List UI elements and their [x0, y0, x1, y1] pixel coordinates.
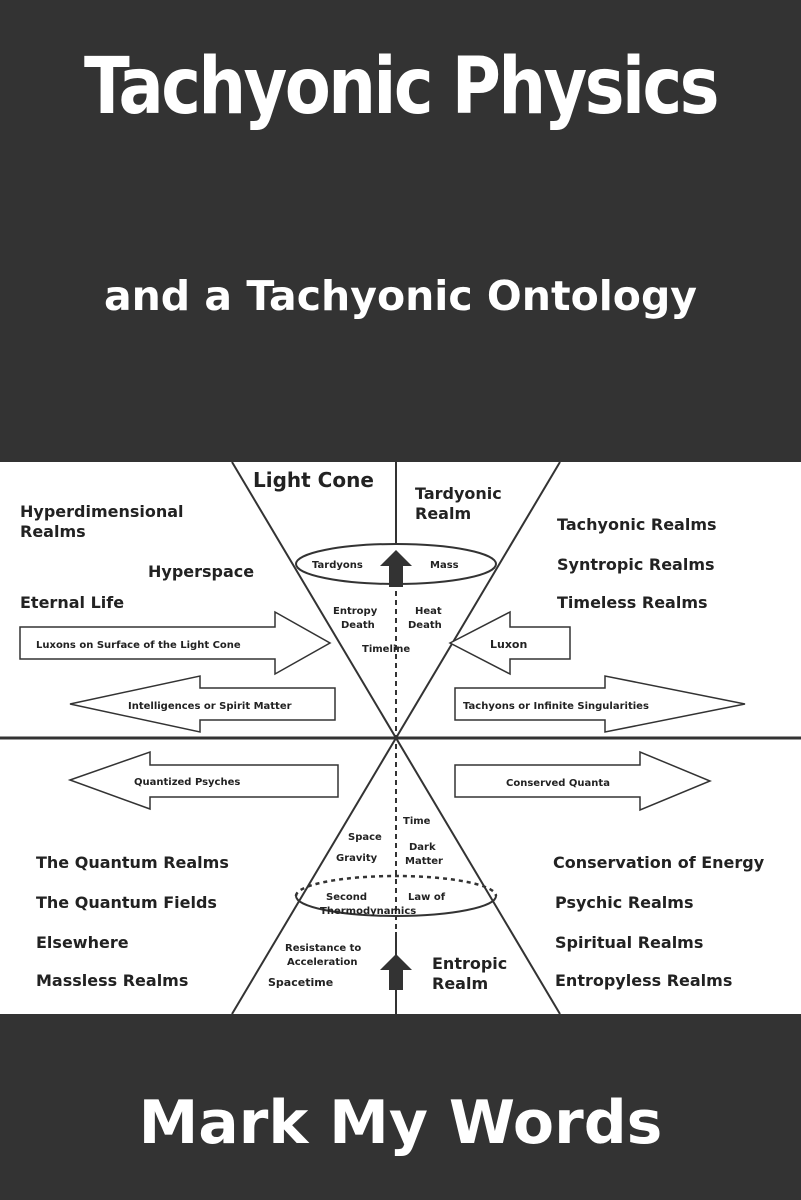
diagram-svg: Light Cone Tardyonic Realm Hyperdimensio… — [0, 462, 801, 1014]
tardyonic-realm-label: Tardyonic — [415, 484, 502, 503]
spacetime-label: Spacetime — [268, 976, 333, 989]
conservation-energy-label: Conservation of Energy — [553, 853, 765, 872]
light-cone-label: Light Cone — [253, 468, 374, 492]
luxons-arrow — [19, 610, 332, 676]
second-law-label: Second — [326, 892, 367, 903]
heat-death-label: Heat — [415, 606, 442, 617]
law-of-label: Law of — [408, 892, 446, 903]
space-label: Space — [348, 832, 382, 843]
tachyons-label: Tachyons or Infinite Singularities — [463, 701, 649, 712]
psychic-realms-label: Psychic Realms — [555, 893, 693, 912]
up-arrow-bottom-icon — [380, 954, 412, 990]
gravity-label: Gravity — [336, 853, 378, 864]
syntropic-realms-label: Syntropic Realms — [557, 555, 715, 574]
up-arrow-top-icon — [380, 550, 412, 587]
timeless-realms-label: Timeless Realms — [557, 593, 708, 612]
entropic-realm-label: Entropic — [432, 954, 507, 973]
quantized-psyches-arrow — [67, 750, 339, 811]
heat-death-label-2: Death — [408, 620, 442, 631]
luxon-label: Luxon — [490, 638, 527, 651]
massless-realms-label: Massless Realms — [36, 971, 188, 990]
entropy-death-label-2: Death — [341, 620, 375, 631]
time-label: Time — [403, 816, 431, 827]
bottom-ellipse-front — [295, 895, 497, 917]
acceleration-label: Acceleration — [287, 957, 357, 968]
quantum-fields-label: The Quantum Fields — [36, 893, 217, 912]
mass-label: Mass — [430, 560, 459, 571]
luxons-surface-label: Luxons on Surface of the Light Cone — [36, 640, 241, 651]
hyperspace-label: Hyperspace — [148, 562, 254, 581]
conserved-quanta-label: Conserved Quanta — [506, 778, 610, 789]
conserved-quanta-arrow — [454, 750, 712, 812]
dark-matter-label-2: Matter — [405, 856, 443, 867]
tardyonic-realm-label-2: Realm — [415, 504, 471, 523]
intelligences-arrow — [69, 675, 336, 733]
book-title: Tachyonic Physics — [84, 42, 720, 132]
spiritual-realms-label: Spiritual Realms — [555, 933, 703, 952]
luxon-arrow — [448, 610, 571, 676]
dark-matter-label: Dark — [409, 842, 436, 853]
book-author: Mark My Words — [138, 1088, 663, 1158]
entropy-death-label: Entropy — [333, 606, 378, 617]
eternal-life-label: Eternal Life — [20, 593, 124, 612]
book-subtitle: and a Tachyonic Ontology — [103, 272, 698, 320]
hyperdimensional-label: Hyperdimensional — [20, 502, 184, 521]
light-cone-diagram: Light Cone Tardyonic Realm Hyperdimensio… — [0, 462, 801, 1014]
tachyonic-realms-label: Tachyonic Realms — [557, 515, 717, 534]
tardyons-label: Tardyons — [312, 560, 363, 571]
entropic-realm-label-2: Realm — [432, 974, 488, 993]
resistance-label: Resistance to — [285, 943, 361, 954]
bottom-ellipse-back — [294, 874, 498, 897]
thermodynamics-label: Thermodynamics — [320, 906, 416, 917]
tachyons-arrow — [454, 675, 746, 733]
elsewhere-label: Elsewhere — [36, 933, 129, 952]
timeline-label: Timeline — [362, 644, 410, 655]
hyperdimensional-label-2: Realms — [20, 522, 86, 541]
entropyless-realms-label: Entropyless Realms — [555, 971, 732, 990]
quantum-realms-label: The Quantum Realms — [36, 853, 229, 872]
quantized-psyches-label: Quantized Psyches — [134, 777, 240, 788]
intelligences-label: Intelligences or Spirit Matter — [128, 701, 292, 712]
